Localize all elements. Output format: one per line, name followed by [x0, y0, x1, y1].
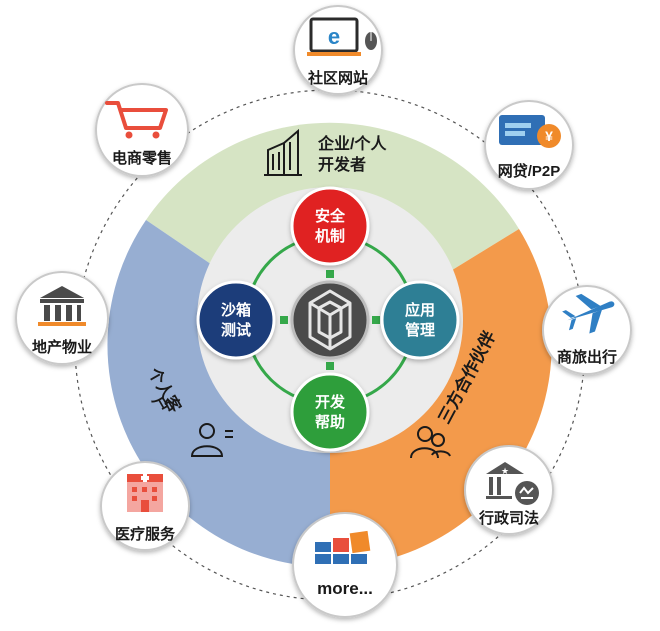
ring-node [372, 316, 380, 324]
enterprise-label-1: 企业/个人 [317, 134, 387, 153]
cube-logo-icon [290, 280, 370, 360]
sandbox-node[interactable] [196, 280, 276, 360]
enterprise-label-2: 开发者 [318, 155, 366, 174]
outer-badge-p2p[interactable]: ¥ 网贷/P2P [484, 100, 574, 190]
bank-icon [38, 286, 86, 326]
tiles-icon [315, 530, 371, 564]
ring-node [326, 270, 334, 278]
ring-node [326, 362, 334, 370]
partners-icon [410, 426, 451, 459]
airplane-icon [562, 293, 615, 334]
security-label-1: 安全 [315, 207, 346, 225]
building-icon [264, 128, 302, 176]
outer-label-travel: 商旅出行 [557, 348, 617, 366]
outer-badge-real-estate[interactable]: 地产物业 [15, 271, 109, 365]
security-node[interactable] [290, 186, 370, 266]
svg-text:e: e [328, 24, 340, 49]
svg-text:★: ★ [501, 466, 509, 476]
svg-text:¥: ¥ [545, 128, 553, 144]
users-icon [190, 423, 233, 457]
dev-help-node[interactable] [290, 372, 370, 452]
app-management-node[interactable] [380, 280, 460, 360]
outer-label-community: 社区网站 [307, 69, 368, 87]
computer-icon: e [307, 17, 377, 56]
outer-badge-medical[interactable]: 医疗服务 [100, 461, 190, 551]
dev-help-label-2: 帮助 [315, 413, 345, 431]
app-mgmt-label-2: 管理 [405, 321, 435, 339]
outer-label-judicial: 行政司法 [478, 509, 539, 527]
outer-label-p2p: 网贷/P2P [498, 162, 561, 180]
dev-help-label-1: 开发 [315, 393, 346, 411]
sandbox-label-1: 沙箱 [221, 301, 251, 319]
cart-icon [105, 101, 168, 139]
outer-label-more: more... [317, 579, 373, 598]
ring-node [280, 316, 288, 324]
outer-badge-travel[interactable]: 商旅出行 [542, 284, 632, 375]
outer-badge-community-website[interactable]: e 社区网站 [293, 5, 383, 95]
outer-label-real-estate: 地产物业 [32, 338, 92, 356]
sandbox-label-2: 测试 [221, 321, 251, 339]
outer-badge-judicial[interactable]: ★ 行政司法 [464, 445, 554, 535]
outer-label-medical: 医疗服务 [115, 525, 176, 543]
security-label-2: 机制 [315, 227, 345, 245]
outer-label-ecommerce: 电商零售 [112, 149, 172, 167]
court-icon: ★ [486, 462, 539, 505]
card-yuan-icon: ¥ [499, 115, 561, 148]
outer-badge-ecommerce[interactable]: 电商零售 [95, 83, 189, 177]
outer-badge-more[interactable]: more... [292, 512, 398, 618]
hospital-icon [127, 474, 163, 512]
app-mgmt-label-1: 应用 [405, 301, 435, 319]
